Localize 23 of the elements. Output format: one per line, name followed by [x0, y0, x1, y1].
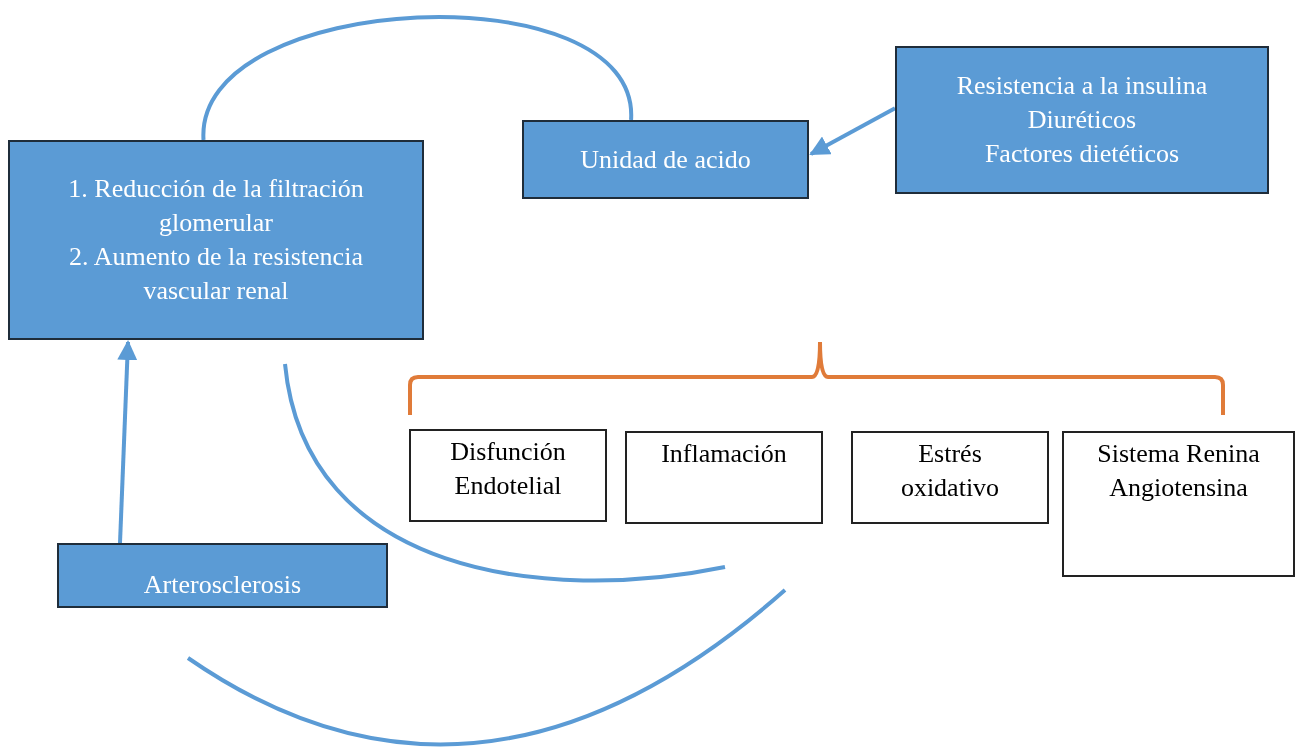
box-text: Inflamación	[661, 438, 787, 470]
box-text: Arterosclerosis	[143, 569, 302, 602]
arrow	[809, 106, 896, 156]
factor-box	[851, 431, 1049, 524]
box-text: Resistencia a la insulina	[956, 70, 1208, 103]
factor-box	[625, 431, 823, 524]
factor-box	[409, 429, 607, 522]
curved-line	[201, 15, 634, 141]
process-box	[895, 46, 1269, 194]
box-text: Disfunción Endotelial	[449, 436, 567, 502]
box-text: 1. Reducción de la filtración glomerular	[67, 173, 365, 240]
box-text: Sistema Renina Angiotensina	[1096, 438, 1261, 504]
box-text: Unidad de acido	[580, 143, 751, 176]
box-text: Factores dietéticos	[984, 137, 1180, 170]
process-box	[8, 140, 424, 340]
process-box	[57, 543, 388, 608]
box-text: Diuréticos	[1027, 104, 1137, 137]
box-text: 2. Aumento de la resistencia vascular renal	[68, 241, 364, 307]
curved-line	[283, 363, 726, 583]
box-text: Estrés oxidativo	[899, 438, 1001, 504]
factor-box	[1062, 431, 1295, 577]
arrow	[117, 340, 138, 544]
process-box	[522, 120, 809, 199]
